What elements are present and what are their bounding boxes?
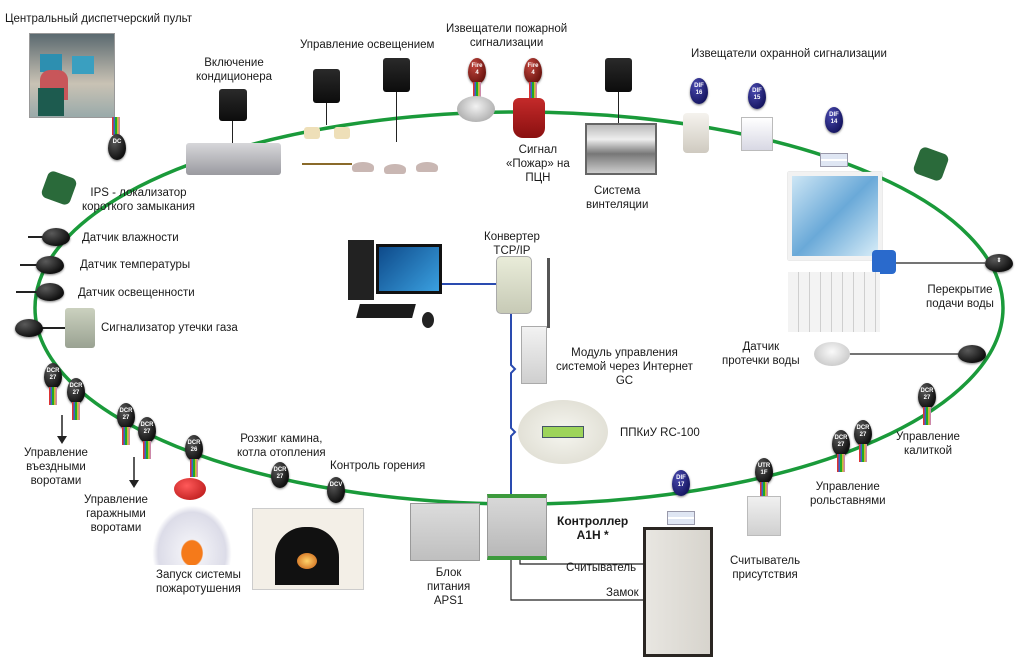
- relay-ac: [219, 89, 247, 121]
- smoke-detector: [457, 96, 495, 122]
- label-combustion: Контроль горения: [330, 460, 426, 472]
- node-entry-gate-2: DCR 27: [67, 378, 85, 404]
- label-ventilation: Система винтеляции: [586, 185, 649, 211]
- label-gc-module: Модуль управления системой через Интерне…: [556, 347, 693, 387]
- label-garage-gates: Управление гаражными воротами: [84, 494, 148, 534]
- tcp-ip-converter: [496, 256, 532, 314]
- node-dif-16: DIF 16: [690, 78, 708, 104]
- node-shutters-1: DCR 27: [832, 430, 850, 456]
- relay-ventilation: [605, 58, 632, 92]
- label-presence-reader: Считыватель присутствия: [730, 555, 801, 581]
- arrow-head-entry: [57, 436, 67, 444]
- node-presence-reader: UTR 1F: [755, 458, 773, 484]
- label-fire-suppression: Запуск системы пожаротушения: [156, 569, 241, 595]
- node-fire-1: Fire 4: [468, 58, 486, 84]
- sensor-illumination: [36, 283, 64, 301]
- motion-detector: [683, 113, 709, 153]
- label-humidity: Датчик влажности: [82, 232, 179, 244]
- node-dif-14: DIF 14: [825, 107, 843, 133]
- relay-light-1: [313, 69, 340, 103]
- node-water-shutoff: ⇕: [985, 254, 1013, 272]
- node-garage-gate-2: DCR 27: [138, 417, 156, 443]
- leak-sensor: [814, 342, 850, 366]
- label-wicket: Управление калиткой: [896, 431, 960, 457]
- sconce-lamp: [302, 123, 352, 165]
- label-leak-sensor: Датчик протечки воды: [722, 341, 800, 367]
- fire-cloud: [152, 505, 232, 565]
- label-power-supply: Блок питания APS1: [427, 567, 471, 607]
- label-rc100: ППКиУ RC-100: [620, 427, 700, 439]
- node-combustion: DCV: [327, 477, 345, 503]
- gas-detector: [65, 308, 95, 348]
- node-shutters-2: DCR 27: [854, 420, 872, 446]
- node-gas: [15, 319, 43, 337]
- label-fireplace: Розжиг камина, котла отопления: [237, 433, 326, 459]
- label-controller: Контроллер A1H *: [557, 514, 629, 542]
- gc-module: [521, 326, 547, 384]
- node-entry-gate-1: DCR 27: [44, 363, 62, 389]
- glass-break-detector: [741, 117, 773, 151]
- label-ac: Включение кондиционера: [196, 57, 272, 83]
- node-leak-sensor: [958, 345, 986, 363]
- water-valve: [872, 250, 896, 274]
- label-water-shutoff: Перекрытие подачи воды: [926, 284, 994, 310]
- wire-lock: [510, 545, 655, 601]
- presence-reader: [747, 496, 781, 536]
- sensor-temperature: [36, 256, 64, 274]
- relay-light-2: [383, 58, 410, 92]
- extinguisher-module: [174, 478, 206, 500]
- arrow-head-garage: [129, 480, 139, 488]
- magnetic-contact: [820, 153, 848, 167]
- node-wicket: DCR 27: [918, 383, 936, 409]
- window: [788, 172, 882, 260]
- label-fire-detectors: Извещатели пожарной сигнализации: [446, 23, 568, 49]
- node-garage-gate-1: DCR 27: [117, 403, 135, 429]
- fireplace: [252, 508, 364, 590]
- sensor-humidity: [42, 228, 70, 246]
- label-temperature: Датчик температуры: [80, 259, 191, 271]
- air-conditioner: [186, 143, 281, 175]
- label-reader: Считыватель: [566, 562, 637, 574]
- label-fire-signal: Сигнал «Пожар» на ПЦН: [506, 144, 570, 184]
- label-illumination: Датчик освещенности: [78, 287, 195, 299]
- label-security-detectors: Извещатели охранной сигнализации: [691, 48, 887, 60]
- node-fire-suppression: DCR 26: [185, 435, 203, 461]
- gsm-antenna: [547, 258, 550, 328]
- door-contact: [667, 511, 695, 525]
- network-line-converter-controller: [510, 312, 517, 495]
- rc100-panel: [518, 400, 608, 464]
- controller-a1h: [487, 494, 547, 560]
- label-gas: Сигнализатор утечки газа: [101, 322, 238, 334]
- node-dif-17: DIF 17: [672, 470, 690, 496]
- node-dif-15: DIF 15: [748, 83, 766, 109]
- desktop-computer: [348, 240, 442, 328]
- label-entry-gates: Управление въездными воротами: [24, 447, 88, 487]
- node-dispatch: DC: [108, 134, 126, 160]
- node-fire-2: Fire 4: [524, 58, 542, 84]
- node-fireplace-ignition: DCR 27: [271, 462, 289, 488]
- fire-alarm-button: [513, 98, 545, 138]
- dispatch-console-image: [29, 33, 115, 118]
- door: [643, 527, 713, 657]
- label-ips: IPS - локализатор короткого замыкания: [82, 187, 195, 213]
- label-lighting: Управление освещением: [300, 39, 435, 51]
- label-converter: Конвертер TCP/IP: [484, 231, 540, 257]
- label-shutters: Управление рольставнями: [810, 481, 886, 507]
- power-supply-aps1: [410, 503, 480, 561]
- chandelier: [352, 140, 438, 176]
- label-dispatch: Центральный диспетчерский пульт: [5, 13, 193, 25]
- label-lock: Замок: [606, 587, 639, 599]
- ventilation-damper: [585, 123, 657, 175]
- radiator: [788, 272, 880, 332]
